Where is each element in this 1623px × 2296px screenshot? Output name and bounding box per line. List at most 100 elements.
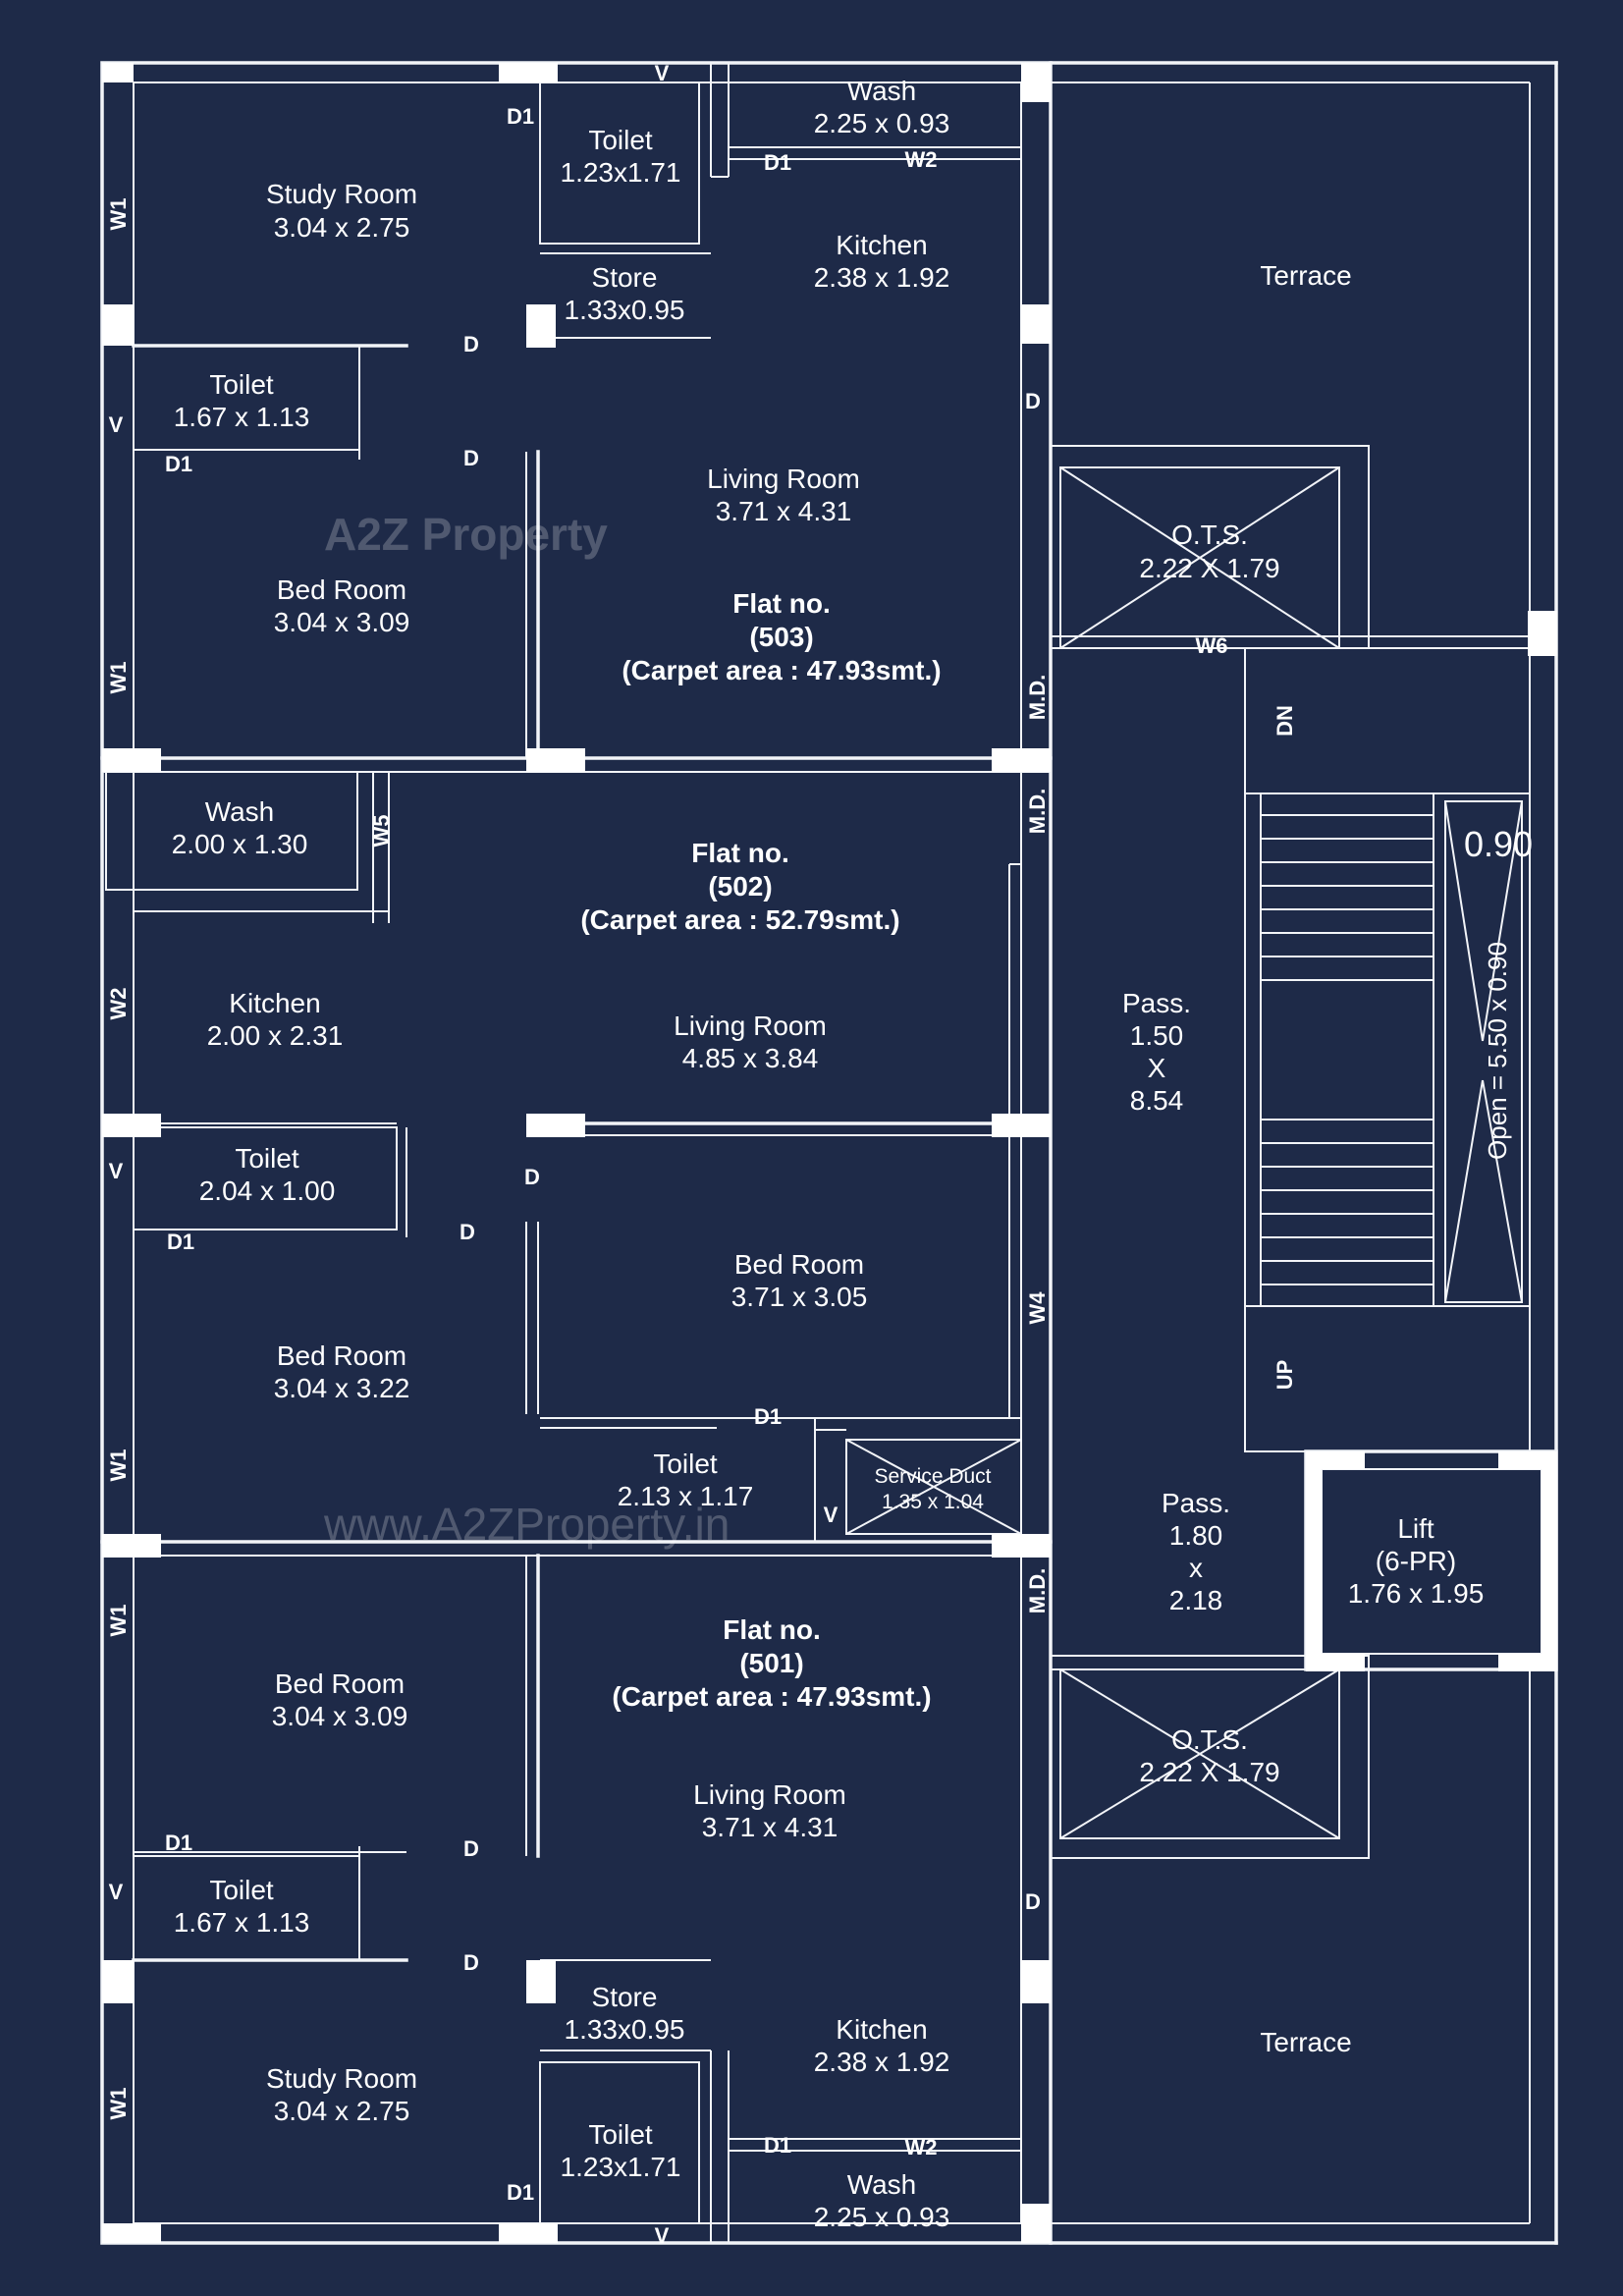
stair-width: 0.90 — [1464, 824, 1533, 864]
room-name: Toilet — [588, 2119, 653, 2150]
ots-label: O.T.S. — [1171, 519, 1248, 550]
lift-label: Lift — [1397, 1513, 1434, 1544]
door-marker: D — [463, 1836, 479, 1861]
room-name: Bed Room — [275, 1668, 405, 1699]
room-dim: 3.04 x 2.75 — [274, 2096, 410, 2126]
passage-label: Pass. — [1122, 988, 1191, 1018]
vent-marker: V — [109, 1159, 124, 1183]
room-name: Wash — [847, 2169, 917, 2200]
watermark-logo: A2Z Property — [324, 509, 608, 560]
room-name: Wash — [847, 76, 917, 106]
room-dim: 1.33x0.95 — [565, 2014, 685, 2045]
vent-marker: V — [109, 1880, 124, 1904]
door-marker: D1 — [764, 2133, 791, 2158]
room-name: Living Room — [674, 1011, 827, 1041]
lift-dim: 1.76 x 1.95 — [1348, 1578, 1485, 1609]
door-marker: D1 — [165, 1831, 192, 1855]
window-marker: W1 — [106, 1605, 131, 1637]
room-name: Store — [592, 1982, 658, 2012]
ots-label: O.T.S. — [1171, 1724, 1248, 1755]
room-name: Kitchen — [229, 988, 320, 1018]
door-marker: D1 — [507, 104, 534, 129]
window-marker: W2 — [106, 988, 131, 1020]
flat-carpet-area: (Carpet area : 47.93smt.) — [622, 655, 941, 685]
lift-capacity: (6-PR) — [1376, 1546, 1456, 1576]
window-marker: W1 — [106, 662, 131, 694]
flat-number: Flat no. — [723, 1614, 821, 1645]
room-dim: 4.85 x 3.84 — [682, 1043, 819, 1073]
room-name: Toilet — [209, 369, 274, 400]
room-dim: 3.04 x 3.09 — [274, 607, 410, 637]
window-marker: W2 — [905, 2135, 938, 2159]
room-dim: 3.71 x 4.31 — [702, 1812, 839, 1842]
ots-dim: 2.22 X 1.79 — [1139, 553, 1279, 583]
door-marker: D1 — [167, 1230, 194, 1254]
flat-carpet-area: (Carpet area : 47.93smt.) — [612, 1681, 931, 1712]
room-name: Toilet — [209, 1875, 274, 1905]
room-dim: 1.35 x 1.04 — [882, 1491, 984, 1513]
room-dim: 3.04 x 2.75 — [274, 212, 410, 243]
room-name: Study Room — [266, 2063, 417, 2094]
flat-502: Wash 2.00 x 1.30 Kitchen 2.00 x 2.31 Fla… — [172, 796, 992, 1513]
window-marker: W1 — [106, 198, 131, 231]
flat-number: Flat no. — [691, 838, 789, 868]
markers: D1 D1 W2 V D D D1 V D W6 M.D. M.D. W1 W1… — [106, 61, 1228, 2248]
door-marker: D — [524, 1165, 540, 1189]
door-marker: D — [463, 1950, 479, 1975]
room-name: Toilet — [235, 1143, 299, 1174]
flat-number: Flat no. — [732, 588, 831, 619]
door-marker: D1 — [754, 1404, 782, 1429]
window-marker: W5 — [369, 815, 394, 847]
room-name: Service Duct — [874, 1465, 991, 1488]
room-name: Bed Room — [734, 1249, 864, 1280]
passage-x: X — [1148, 1053, 1166, 1083]
room-dim: 2.00 x 2.31 — [207, 1020, 344, 1051]
watermark-url: www.A2ZProperty.in — [323, 1499, 730, 1550]
vent-marker: V — [109, 412, 124, 437]
flat-501: Bed Room 3.04 x 3.09 Flat no. (501) (Car… — [174, 1614, 950, 2232]
stair-up-label: UP — [1272, 1360, 1297, 1391]
terrace-label: Terrace — [1260, 2027, 1351, 2057]
flat-503: Study Room 3.04 x 2.75 Toilet 1.23x1.71 … — [174, 76, 950, 685]
stair-down-label: DN — [1272, 705, 1297, 737]
door-marker: D — [463, 332, 479, 356]
columns — [102, 63, 1557, 2243]
room-dim: 3.04 x 3.09 — [272, 1701, 408, 1731]
ots-dim: 2.22 X 1.79 — [1139, 1757, 1279, 1787]
room-name: Kitchen — [836, 230, 927, 260]
room-name: Wash — [205, 796, 275, 827]
passage-length: 8.54 — [1130, 1085, 1184, 1116]
flat-id: (501) — [739, 1648, 803, 1678]
main-door-marker: M.D. — [1025, 1568, 1050, 1613]
room-name: Living Room — [707, 464, 860, 494]
room-dim: 1.33x0.95 — [565, 295, 685, 325]
room-dim: 2.13 x 1.17 — [618, 1481, 754, 1511]
flat-id: (503) — [749, 622, 813, 652]
main-door-marker: M.D. — [1025, 789, 1050, 834]
vent-marker: V — [655, 61, 670, 85]
room-dim: 3.04 x 3.22 — [274, 1373, 410, 1403]
room-name: Kitchen — [836, 2014, 927, 2045]
room-name: Living Room — [693, 1779, 846, 1810]
passage-width: 1.80 — [1169, 1520, 1223, 1551]
passage-x: x — [1189, 1553, 1203, 1583]
passage-label: Pass. — [1162, 1488, 1230, 1518]
flat-id: (502) — [708, 871, 772, 902]
window-marker: W1 — [106, 2088, 131, 2120]
vent-marker: V — [655, 2223, 670, 2248]
terrace-label: Terrace — [1260, 260, 1351, 291]
passage-length: 2.18 — [1169, 1585, 1223, 1615]
room-dim: 2.25 x 0.93 — [814, 2202, 950, 2232]
room-dim: 2.25 x 0.93 — [814, 108, 950, 138]
room-name: Bed Room — [277, 1340, 406, 1371]
room-dim: 1.67 x 1.13 — [174, 402, 310, 432]
room-name: Toilet — [588, 125, 653, 155]
door-marker: D — [463, 446, 479, 470]
door-marker: D1 — [507, 2180, 534, 2205]
walls — [100, 61, 1558, 2245]
room-dim: 2.04 x 1.00 — [199, 1175, 336, 1206]
room-dim: 2.38 x 1.92 — [814, 2047, 950, 2077]
room-dim: 2.00 x 1.30 — [172, 829, 308, 859]
room-dim: 1.23x1.71 — [561, 2152, 681, 2182]
